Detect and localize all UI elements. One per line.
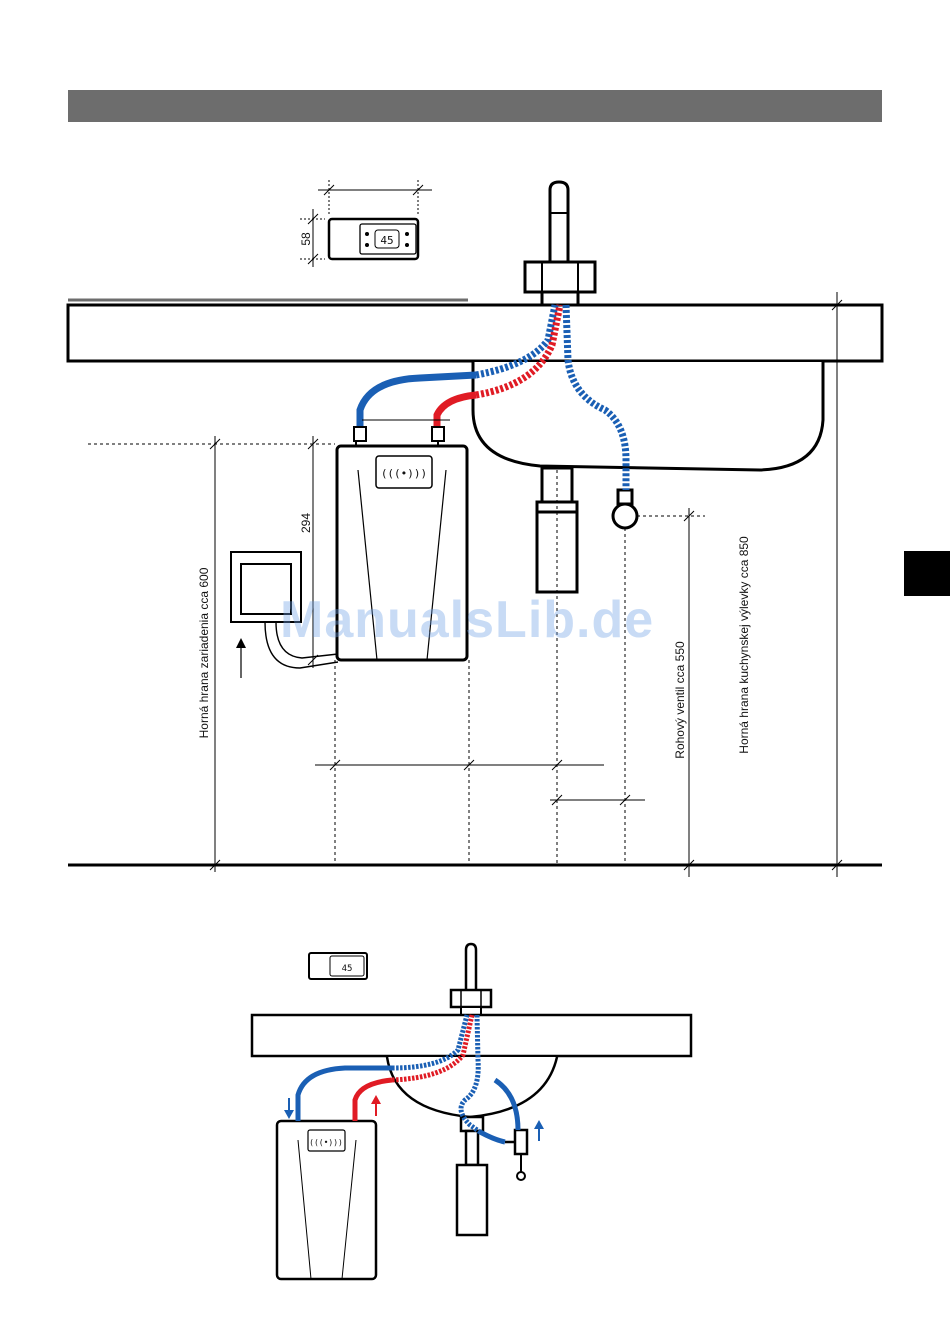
small-faucet: [451, 944, 491, 1015]
remote-control: 45: [329, 219, 418, 259]
angle-valve-label: Rohový ventil cca 550: [673, 641, 687, 759]
counter-top: [68, 305, 882, 361]
sink-top-edge-label: Horná hrana kuchynskej výlevky cca 850: [737, 536, 751, 754]
small-supply-hose-solid: [480, 1132, 505, 1142]
device-top-edge-label: Horná hrana zariadenia cca 600: [197, 567, 211, 738]
heater-display-symbol: (((•))): [381, 467, 427, 480]
remote-temp-display: 45: [380, 234, 393, 247]
small-remote-control: 45: [309, 953, 367, 979]
small-remote-temp-display: 45: [342, 964, 353, 974]
watermark: ManualsLib.de: [280, 590, 654, 650]
heater-height-label: 294: [299, 513, 313, 533]
small-heater-display-symbol: (((•))): [309, 1138, 343, 1147]
hot-hose-solid: [437, 395, 476, 428]
angle-valve: [613, 490, 637, 528]
faucet: [525, 182, 595, 305]
small-water-heater-unit: (((•))): [277, 1121, 376, 1279]
remote-height-label: 58: [299, 232, 313, 246]
small-cold-hose-solid: [298, 1068, 392, 1121]
small-angle-valve: [505, 1130, 527, 1180]
